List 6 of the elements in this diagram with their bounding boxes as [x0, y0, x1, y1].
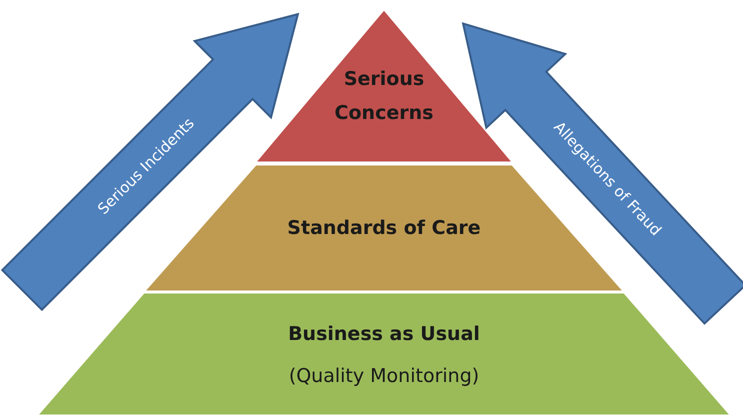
pyramid-tier — [256, 10, 512, 162]
tier-title: Standards of Care — [286, 217, 482, 239]
tier-title: Serious Concerns — [334, 67, 434, 126]
pyramid-tier — [38, 293, 730, 415]
tier-subtitle: (Quality Monitoring) — [288, 365, 480, 387]
tier-title: Business as Usual — [287, 323, 481, 345]
